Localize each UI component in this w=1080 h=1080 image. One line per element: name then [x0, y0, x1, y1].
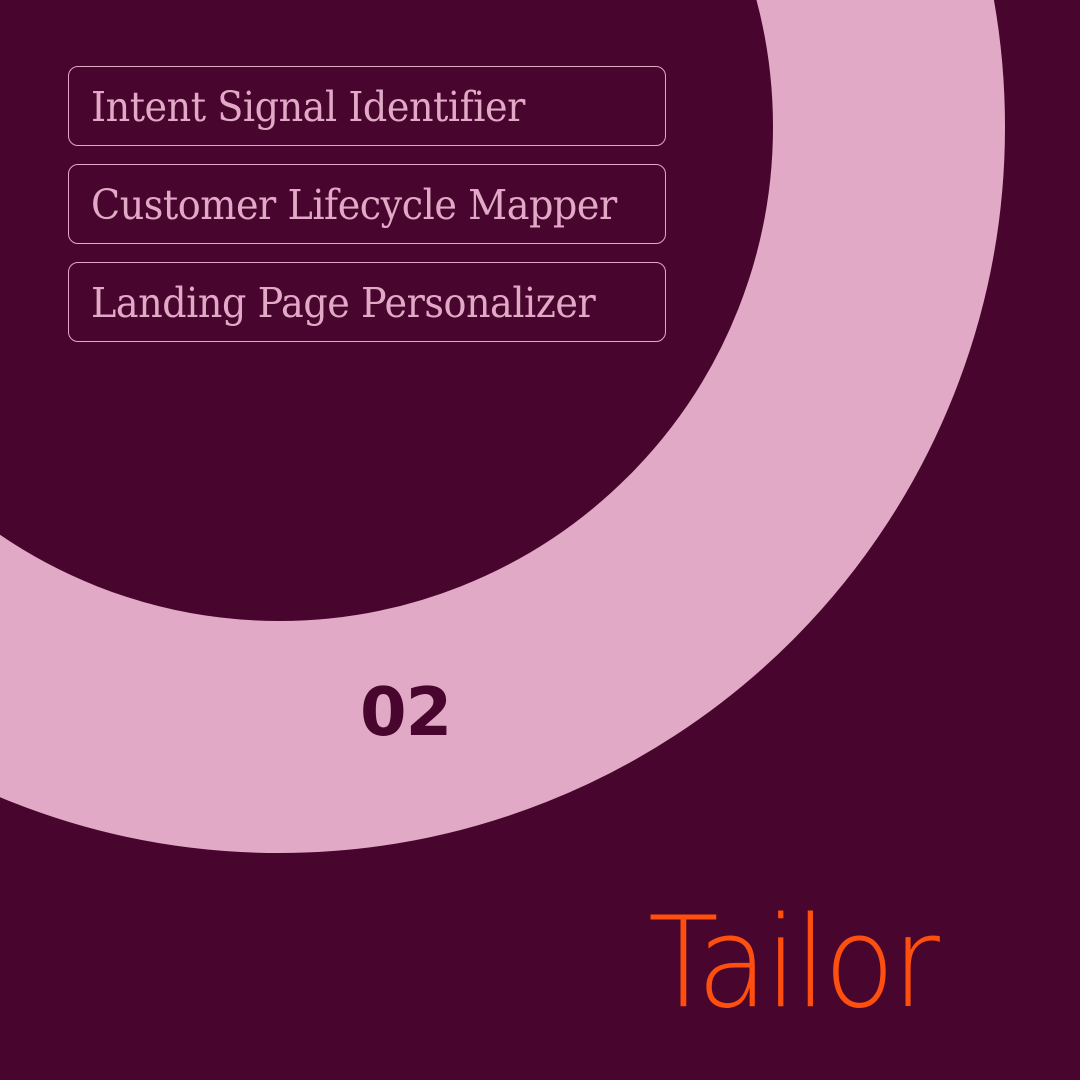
tag-intent-signal-identifier: Intent Signal Identifier: [68, 66, 666, 146]
tag-label: Customer Lifecycle Mapper: [91, 181, 617, 229]
brand-title-text: Tailor: [648, 889, 940, 1036]
tag-customer-lifecycle-mapper: Customer Lifecycle Mapper: [68, 164, 666, 244]
step-number: 02: [360, 673, 452, 751]
tag-landing-page-personalizer: Landing Page Personalizer: [68, 262, 666, 342]
tag-label: Intent Signal Identifier: [91, 83, 525, 131]
tag-label: Landing Page Personalizer: [91, 279, 596, 327]
brand-title: Tailor: [648, 888, 962, 1038]
